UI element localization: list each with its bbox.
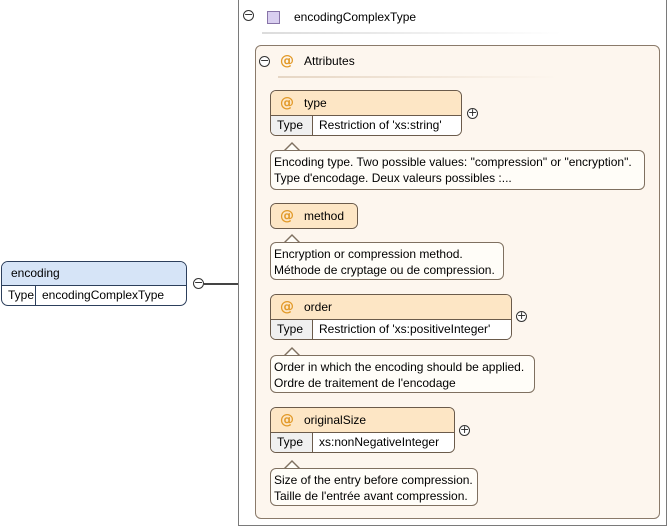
- attribute-at-icon: @: [280, 94, 294, 111]
- attribute-at-icon: @: [280, 298, 294, 315]
- element-type-label: Type: [2, 286, 36, 305]
- element-collapse-icon[interactable]: −: [193, 276, 204, 289]
- attribute-name: originalSize: [304, 412, 367, 427]
- attribute-type-value: Restriction of 'xs:positiveInteger': [319, 322, 491, 336]
- doc-line-en: Size of the entry before compression.: [274, 473, 473, 487]
- doc-line-en: Encoding type. Two possible values: "com…: [274, 155, 632, 169]
- complex-type-icon: [267, 10, 280, 24]
- element-name: encoding: [2, 262, 186, 286]
- attribute-type-doc: Encoding type. Two possible values: "com…: [270, 150, 645, 190]
- attribute-originalsize-expand-icon[interactable]: +: [459, 423, 470, 436]
- doc-line-en: Order in which the encoding should be ap…: [274, 360, 525, 374]
- complex-type-name: encodingComplexType: [294, 10, 417, 24]
- attribute-type[interactable]: @ type Type Restriction of 'xs:string': [270, 90, 462, 136]
- complex-type-collapse-icon[interactable]: −: [243, 8, 254, 21]
- attribute-type-value: xs:nonNegativeInteger: [319, 435, 440, 449]
- attribute-originalsize[interactable]: @ originalSize Type xs:nonNegativeInteger: [270, 407, 455, 453]
- attribute-order-expand-icon[interactable]: +: [516, 309, 527, 322]
- attribute-at-icon: @: [280, 411, 294, 428]
- doc-line-fr: Type d'encodage. Deux valeurs possibles …: [274, 171, 512, 185]
- doc-line-fr: Ordre de traitement de l'encodage: [274, 376, 456, 390]
- attributes-header: @ Attributes: [280, 52, 355, 70]
- attribute-type-label: Type: [271, 433, 313, 452]
- element-encoding[interactable]: encoding Type encodingComplexType: [1, 261, 187, 306]
- attribute-type-label: Type: [271, 116, 313, 135]
- doc-line-fr: Méthode de cryptage ou de compression.: [274, 263, 495, 277]
- attribute-method-doc: Encryption or compression method. Méthod…: [270, 242, 504, 280]
- doc-pointer-fill: [285, 462, 299, 469]
- attributes-collapse-icon[interactable]: −: [259, 54, 270, 67]
- attribute-type-expand-icon[interactable]: +: [467, 106, 478, 119]
- attribute-at-icon: @: [280, 207, 294, 224]
- attributes-label: Attributes: [304, 54, 355, 68]
- element-type-value: encodingComplexType: [42, 288, 165, 302]
- attribute-name: method: [304, 208, 345, 223]
- attribute-name: type: [304, 95, 327, 110]
- attribute-method[interactable]: @ method: [270, 203, 358, 229]
- attribute-order[interactable]: @ order Type Restriction of 'xs:positiveI…: [270, 294, 512, 340]
- connector-line: [204, 283, 239, 285]
- attribute-originalsize-doc: Size of the entry before compression. Ta…: [270, 468, 478, 506]
- divider: [278, 76, 558, 78]
- doc-pointer-fill: [285, 349, 299, 356]
- attribute-type-value: Restriction of 'xs:string': [319, 118, 442, 132]
- doc-line-en: Encryption or compression method.: [274, 247, 463, 261]
- doc-pointer-fill: [285, 236, 299, 243]
- attribute-at-icon: @: [280, 53, 294, 69]
- divider: [262, 32, 562, 34]
- attribute-order-doc: Order in which the encoding should be ap…: [270, 355, 535, 393]
- complex-type-header: encodingComplexType: [267, 8, 416, 26]
- doc-line-fr: Taille de l'entrée avant compression.: [274, 489, 468, 503]
- doc-pointer-fill: [285, 144, 299, 151]
- attribute-type-label: Type: [271, 320, 313, 339]
- attribute-name: order: [304, 299, 333, 314]
